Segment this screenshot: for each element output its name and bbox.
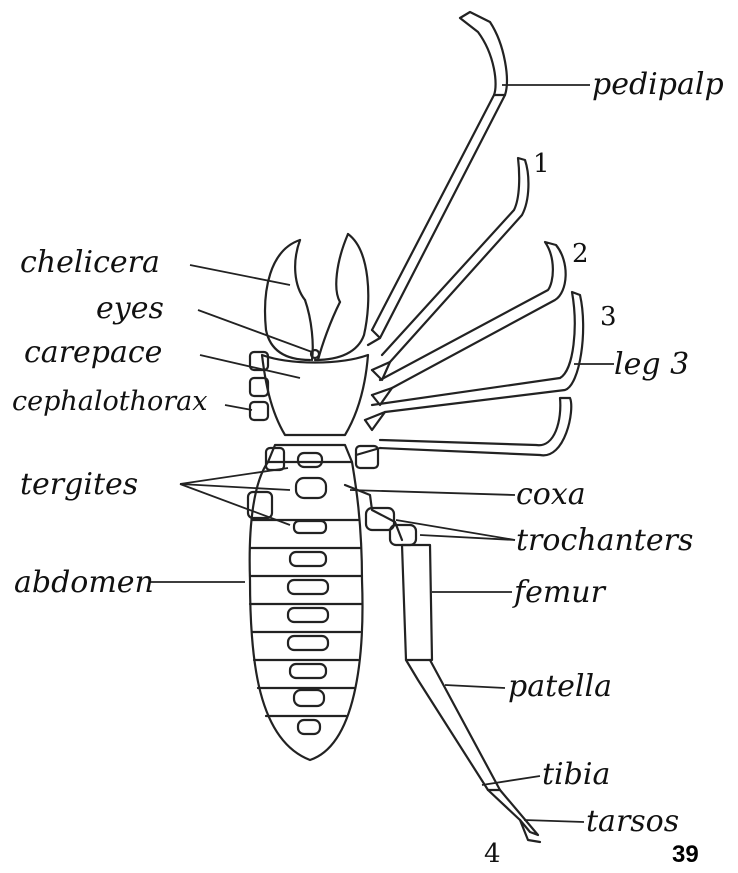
label-trochanters: trochanters xyxy=(516,523,693,558)
label-eyes: eyes xyxy=(96,291,164,326)
leg-number-1: 1 xyxy=(533,149,550,179)
label-pedipalp: pedipalp xyxy=(592,67,724,102)
label-tibia: tibia xyxy=(542,757,610,792)
label-carapace: carepace xyxy=(24,335,162,370)
page-number: 39 xyxy=(672,841,699,868)
label-leg-3: leg 3 xyxy=(614,347,689,382)
label-tergites: tergites xyxy=(20,467,138,502)
label-chelicera: chelicera xyxy=(20,245,160,280)
label-tarsos: tarsos xyxy=(586,804,679,839)
leg-1 xyxy=(372,158,528,380)
label-abdomen: abdomen xyxy=(14,565,154,600)
leg-number-4: 4 xyxy=(484,839,501,869)
tergite-plates xyxy=(288,453,328,734)
label-patella: patella xyxy=(508,669,612,704)
leader-lines xyxy=(150,85,614,822)
leg-3 xyxy=(365,292,583,430)
leg-number-3: 3 xyxy=(600,302,617,332)
label-femur: femur xyxy=(512,575,607,610)
leg-between xyxy=(356,398,571,468)
leg-number-2: 2 xyxy=(572,239,589,269)
label-cephalothorax: cephalothorax xyxy=(12,386,208,417)
label-coxa: coxa xyxy=(516,477,586,512)
abdomen-body xyxy=(250,462,363,760)
carapace xyxy=(262,350,368,462)
